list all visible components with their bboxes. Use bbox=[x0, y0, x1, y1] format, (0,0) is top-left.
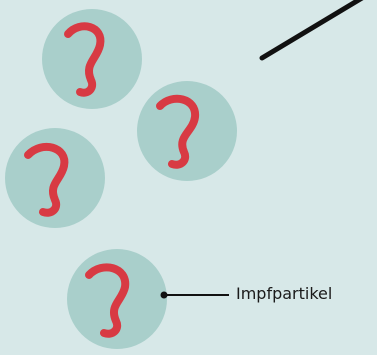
particle-label: Impfpartikel bbox=[236, 284, 333, 303]
rna-strand-icon bbox=[156, 94, 199, 169]
rna-strand-icon bbox=[64, 22, 105, 97]
vaccine-particle bbox=[137, 81, 237, 181]
vaccine-particle-labeled bbox=[67, 249, 167, 349]
vaccine-particle bbox=[5, 128, 105, 228]
rna-strand-icon bbox=[24, 142, 69, 217]
vaccine-particle bbox=[42, 9, 142, 109]
rna-strand-icon bbox=[85, 263, 130, 338]
callout-dot bbox=[160, 291, 168, 299]
needle-line bbox=[259, 0, 364, 61]
